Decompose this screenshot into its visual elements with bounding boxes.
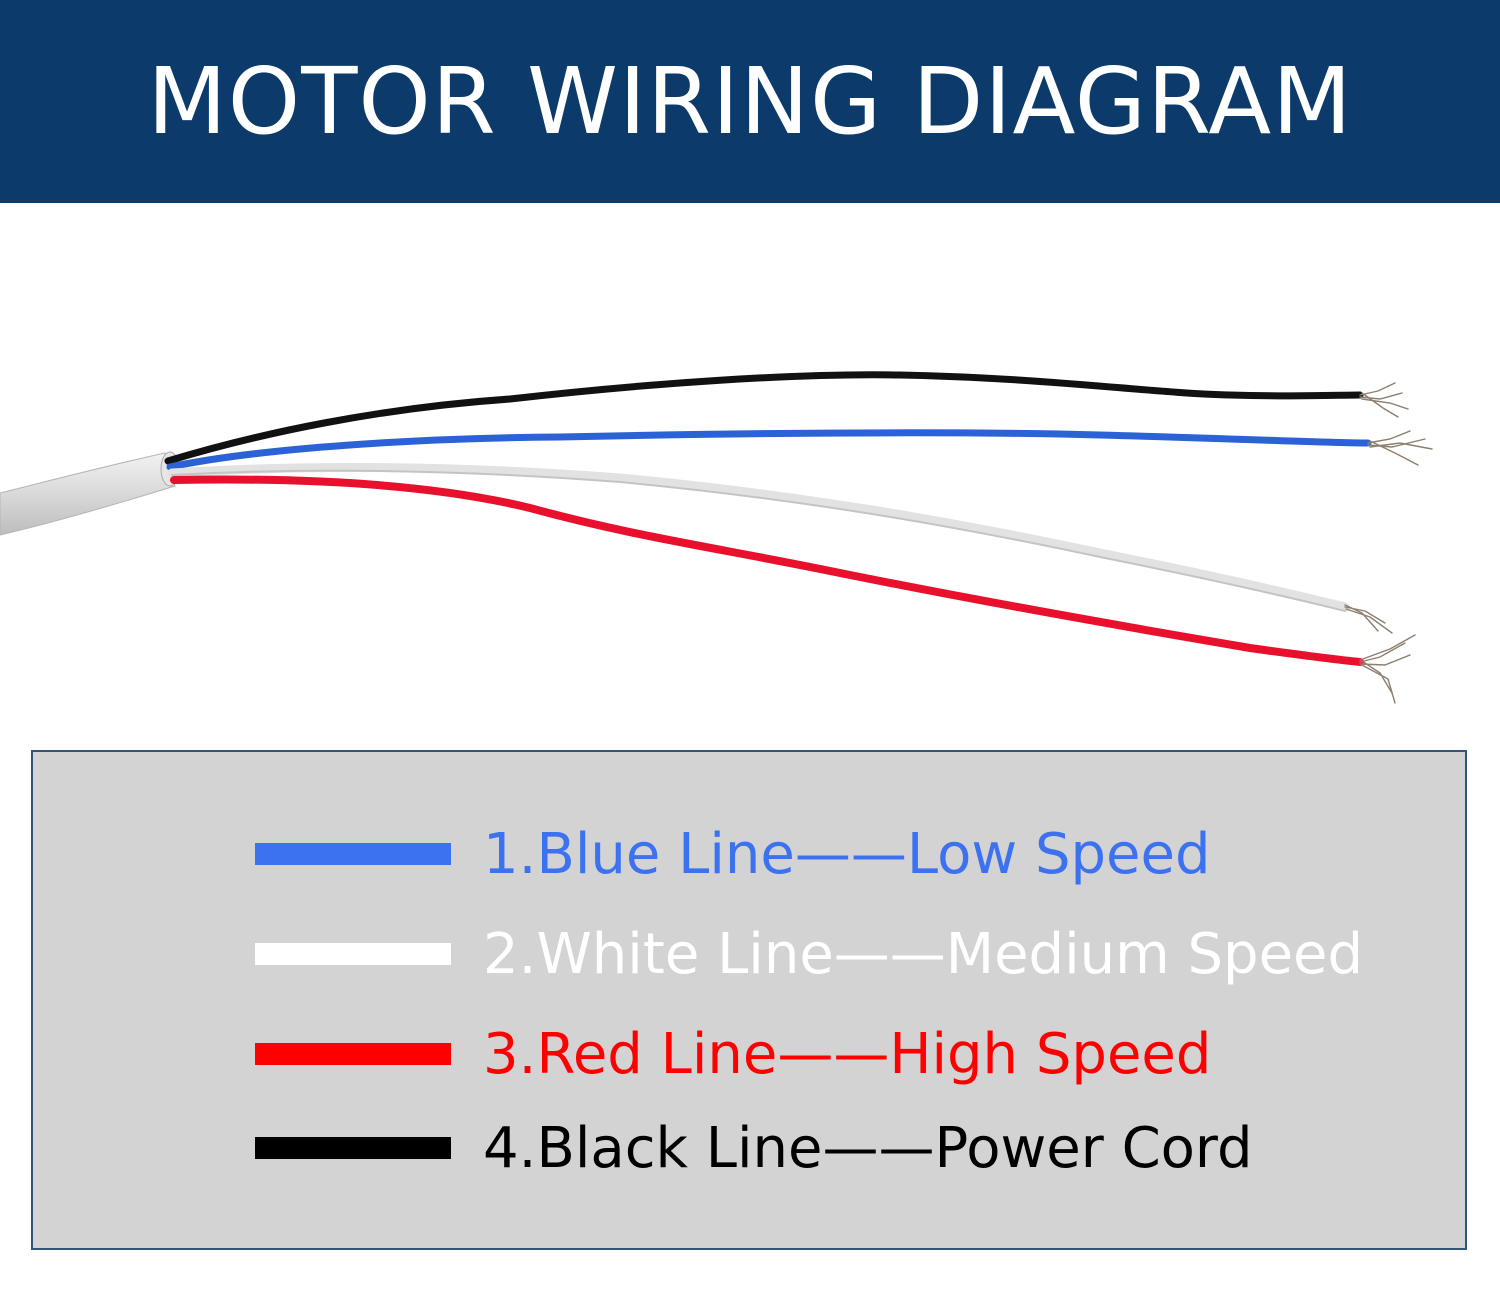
legend-swatch	[255, 943, 451, 965]
legend-function: Power Cord	[934, 1115, 1253, 1181]
white-wire	[167, 463, 1350, 612]
legend-separator: ——	[794, 821, 907, 887]
blue-wire	[166, 429, 1372, 471]
legend-swatch	[255, 843, 451, 865]
legend-label: 3.Red Line——High Speed	[483, 1022, 1211, 1087]
legend-separator: ——	[833, 921, 946, 987]
red-wire	[170, 475, 1364, 666]
legend-swatch	[255, 1137, 451, 1159]
legend-swatch	[255, 1043, 451, 1065]
legend-wire-name: Blue Line	[536, 821, 795, 887]
legend-wire-name: Red Line	[536, 1021, 778, 1087]
legend-row: 1.Blue Line——Low Speed	[255, 814, 1211, 894]
stripped-strands	[1344, 382, 1433, 704]
legend-label: 2.White Line——Medium Speed	[483, 922, 1363, 987]
legend-row: 4.Black Line——Power Cord	[255, 1108, 1253, 1188]
title-banner: MOTOR WIRING DIAGRAM	[0, 0, 1500, 203]
wire-illustration	[0, 371, 1433, 704]
legend-row: 2.White Line——Medium Speed	[255, 914, 1363, 994]
page-title: MOTOR WIRING DIAGRAM	[147, 48, 1353, 155]
legend-number: 4.	[483, 1115, 537, 1181]
legend-wire-name: Black Line	[536, 1115, 823, 1181]
black-wire	[164, 371, 1364, 465]
legend-label: 1.Blue Line——Low Speed	[483, 822, 1211, 887]
legend-label: 4.Black Line——Power Cord	[483, 1116, 1253, 1181]
legend-row: 3.Red Line——High Speed	[255, 1014, 1211, 1094]
legend-number: 2.	[483, 921, 537, 987]
legend-function: Low Speed	[906, 821, 1211, 887]
legend-number: 3.	[483, 1021, 537, 1087]
legend-wire-name: White Line	[536, 921, 834, 987]
legend-number: 1.	[483, 821, 537, 887]
legend-separator: ——	[777, 1021, 890, 1087]
legend-separator: ——	[822, 1115, 935, 1181]
legend-function: Medium Speed	[945, 921, 1364, 987]
legend-function: High Speed	[889, 1021, 1212, 1087]
cable-sheath	[0, 452, 176, 536]
